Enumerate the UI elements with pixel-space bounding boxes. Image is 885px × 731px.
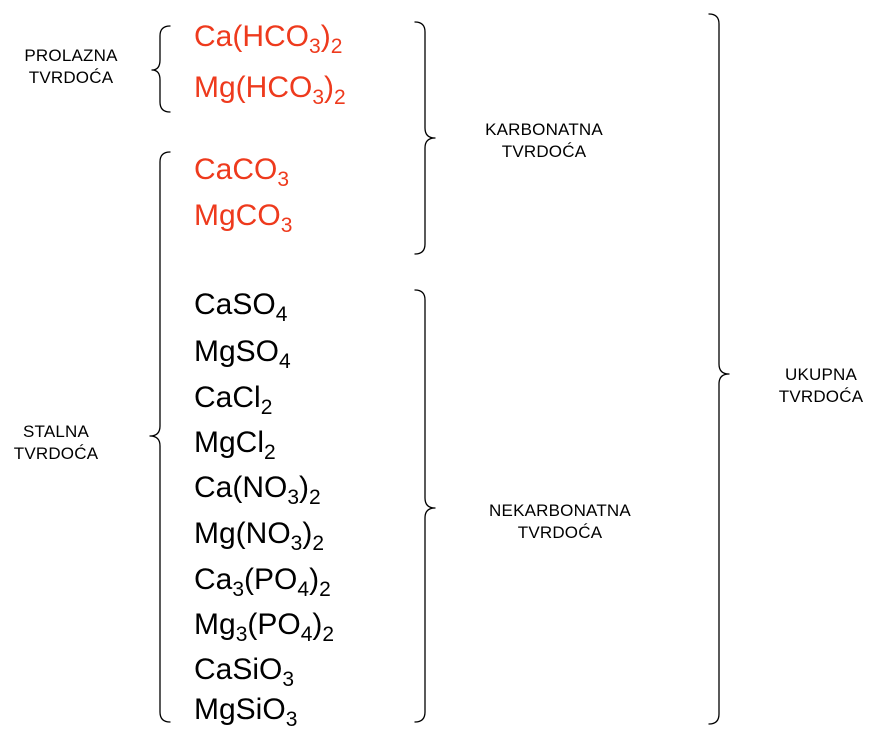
karbonatna-label-line2: TVRDOĆA [501,142,587,161]
karbonatna-label: KARBONATNA TVRDOĆA [463,119,625,163]
formula-text: CaCl [194,381,261,414]
formula-text: Ca [194,563,233,596]
ukupna-brace [708,13,730,725]
formula-subscript: 3 [280,214,293,237]
formula-text: (PO [244,563,298,596]
formula-text: ) [302,517,313,550]
formula-noncarbonates-5: Mg(NO3)2 [194,517,324,554]
prolazna-label-line2: TVRDOĆA [28,68,114,87]
ukupna-label-line2: TVRDOĆA [778,387,864,406]
formula-noncarbonates-0: CaSO4 [194,288,287,325]
formula-text: ) [320,20,331,53]
nekarbonatna-label: NEKARBONATNA TVRDOĆA [460,500,660,544]
formula-subscript: 3 [287,486,300,509]
formula-text: Ca(HCO [194,20,310,53]
formula-subscript: 3 [312,86,325,109]
formula-subscript: 3 [282,668,295,691]
formula-subscript: 3 [309,35,321,58]
stalna-brace [149,151,171,723]
formula-noncarbonates-3: MgCl2 [194,426,276,463]
formula-noncarbonates-6: Ca3(PO4)2 [194,563,331,600]
formula-text: MgSiO [194,693,286,726]
stalna-label-line1: STALNA [22,422,90,441]
formula-noncarbonates-9: MgSiO3 [194,693,297,730]
formula-text: Mg(NO [194,517,291,550]
formula-subscript: 4 [300,623,313,646]
formula-text: Mg(HCO [194,71,313,104]
formula-noncarbonates-7: Mg3(PO4)2 [194,608,334,645]
nekarbonatna-label-line2: TVRDOĆA [517,523,603,542]
karbonatna-brace [414,21,436,255]
formula-text: ) [324,71,335,104]
formula-text: CaCO [194,153,278,186]
formula-subscript: 3 [290,532,303,555]
formula-text: MgCl [194,426,265,459]
formula-text: MgCO [194,199,281,232]
formula-subscript: 2 [330,35,343,58]
formula-subscript: 4 [275,303,288,326]
nekarbonatna-label-line1: NEKARBONATNA [489,501,631,520]
prolazna-brace [151,25,171,113]
formula-subscript: 2 [312,532,325,555]
formula-subscript: 2 [264,441,276,464]
nekarbonatna-brace [414,289,436,723]
prolazna-label: PROLAZNA TVRDOĆA [4,45,138,89]
formula-subscript: 2 [322,623,335,646]
formula-text: CaSO [194,288,276,321]
formula-bicarbonates-1: Mg(HCO3)2 [194,71,346,108]
formula-subscript: 2 [260,396,273,419]
formula-subscript: 4 [297,578,310,601]
stalna-label: STALNA TVRDOĆA [0,421,112,465]
formula-subscript: 3 [232,578,245,601]
formula-subscript: 2 [309,486,321,509]
formula-noncarbonates-2: CaCl2 [194,381,272,418]
ukupna-label-line1: UKUPNA [784,365,858,384]
formula-text: ) [312,608,323,641]
formula-subscript: 3 [285,708,298,731]
stalna-label-line2: TVRDOĆA [13,444,99,463]
formula-text: Ca(NO [194,471,288,504]
formula-noncarbonates-1: MgSO4 [194,335,291,372]
formula-carbonates-0: CaCO3 [194,153,289,190]
formula-text: ) [299,471,310,504]
formula-text: ) [309,563,320,596]
formula-subscript: 2 [334,86,346,109]
ukupna-label: UKUPNA TVRDOĆA [765,364,877,408]
formula-subscript: 2 [319,578,331,601]
formula-noncarbonates-8: CaSiO3 [194,653,294,690]
formula-bicarbonates-0: Ca(HCO3)2 [194,20,342,57]
formula-noncarbonates-4: Ca(NO3)2 [194,471,321,508]
formula-carbonates-1: MgCO3 [194,199,292,236]
formula-subscript: 4 [279,350,291,373]
formula-text: (PO [247,608,301,641]
prolazna-label-line1: PROLAZNA [24,46,118,65]
formula-subscript: 3 [235,623,248,646]
karbonatna-label-line1: KARBONATNA [485,120,603,139]
formula-text: MgSO [194,335,280,368]
formula-text: Mg [194,608,236,641]
formula-text: CaSiO [194,653,283,686]
formula-subscript: 3 [277,168,290,191]
